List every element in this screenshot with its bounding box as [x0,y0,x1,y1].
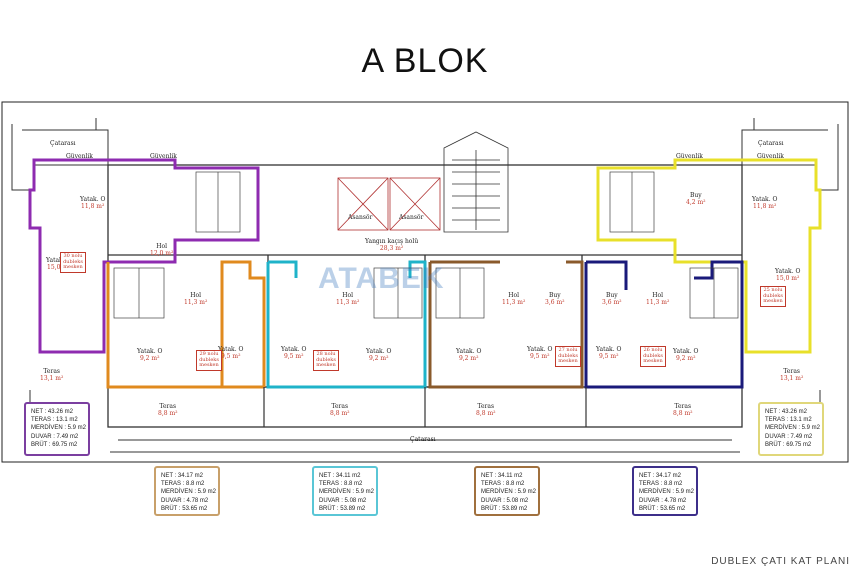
room-asansor-2: Asansör [399,214,424,221]
mesken-30-label: 30 nolu dubleks mesken [60,252,86,273]
drawing-frame [1,101,849,463]
unit-30-outline [28,158,260,354]
watermark: ATABEK [318,262,445,295]
mesken-25-label: 25 nolu dubleks mesken [760,286,786,307]
terrace-divisions [263,387,587,427]
unit-25-outline [596,158,822,354]
label-guvenlik-3: Güvenlik [676,153,703,160]
unit-29-outline [106,260,266,389]
label-cati-right: Çatarası [758,140,784,147]
unit-27-outline [428,260,584,389]
label-cati-left: Çatarası [50,140,76,147]
unit-26-outline [584,260,744,389]
central-core [337,177,441,231]
page-title: A BLOK [361,42,489,80]
label-guvenlik-2: Güvenlik [150,153,177,160]
label-cati-bottom: Çatarası [410,436,436,443]
unit-stairs [113,171,739,319]
label-guvenlik-1: Güvenlik [66,153,93,160]
mesken-27-label: 27 nolu dubleks mesken [555,346,581,367]
label-guvenlik-4: Güvenlik [757,153,784,160]
mesken-29-label: 29 nolu dubleks mesken [196,350,222,371]
unit-28-outline [266,260,427,389]
footer-caption: DUBLEX ÇATI KAT PLANI [711,556,850,567]
mesken-26-label: 26 nolu dubleks mesken [640,346,666,367]
room-asansor-1: Asansör [348,214,373,221]
mesken-28-label: 28 nolu dubleks mesken [313,350,339,371]
central-stair [443,131,509,233]
